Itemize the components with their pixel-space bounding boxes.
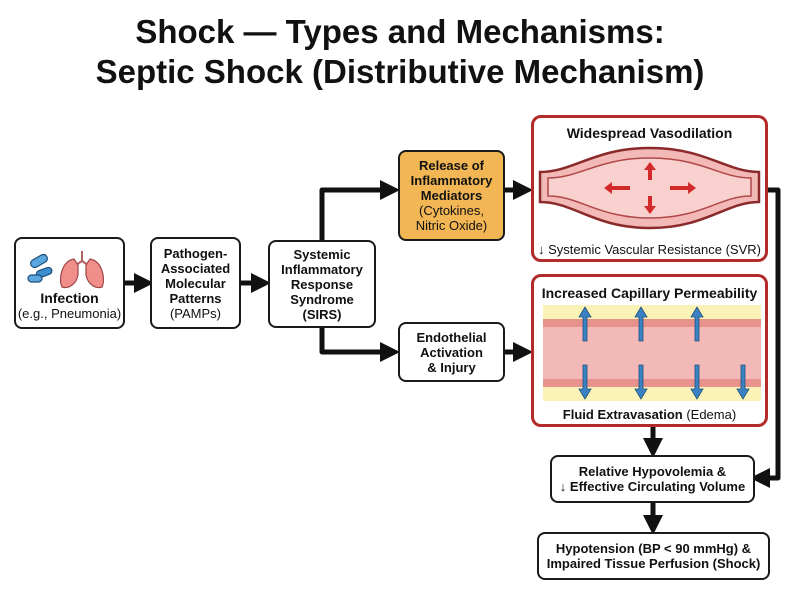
hypovolemia-line-1: Relative Hypovolemia & [578,464,727,479]
mediators-line-1: Release of [418,158,485,173]
title-line-1: Shock — Types and Mechanisms: [135,13,665,50]
pamps-line-3: Molecular [165,275,226,291]
endothelial-line-1: Endothelial [416,329,487,345]
arrow-sirs-to-endothelial [319,327,400,362]
hypotension-line-1-rest: (BP < 90 mmHg) & [634,541,752,556]
title-line-2: Septic Shock (Distributive Mechanism) [95,53,705,90]
infection-sublabel: (e.g., Pneumonia) [17,306,122,321]
mediators-line-5: Nitric Oxide) [415,218,488,233]
hypotension-line-2: Impaired Tissue Perfusion (Shock) [546,556,761,571]
sirs-line-4: Syndrome [290,291,354,307]
sirs-line-3: Response [290,276,354,292]
pamps-line-1: Pathogen- [163,245,228,261]
hypovolemia-box: Relative Hypovolemia & ↓ Effective Circu… [550,455,755,503]
sirs-line-1: Systemic [293,246,351,262]
leaky-capillary-icon [543,305,761,401]
endothelial-box: Endothelial Activation & Injury [398,322,505,382]
endothelial-line-2: Activation [420,344,483,360]
page-title: Shock — Types and Mechanisms: Septic Sho… [0,12,800,92]
pamps-line-2: Associated [160,260,231,276]
bacteria-and-lungs-icon [27,251,105,289]
pamps-box: Pathogen- Associated Molecular Patterns … [150,237,241,329]
permeability-title: Increased Capillary Permeability [541,285,758,301]
dilated-vessel-icon [538,146,761,230]
permeability-foot: Fluid Extravasation (Edema) [534,407,765,422]
permeability-panel: Increased Capillary Permeability Fluid E… [531,274,768,427]
permeability-foot-rest: (Edema) [682,407,737,422]
sirs-line-2: Inflammatory [281,261,363,277]
endothelial-line-3: & Injury [427,359,476,375]
sirs-line-5: (SIRS) [302,306,342,322]
arrow-sirs-to-mediators [319,180,400,240]
pamps-line-5: (PAMPs) [169,305,222,321]
hypotension-line-1-bold: Hypotension [555,541,635,556]
vasodilation-foot: ↓ Systemic Vascular Resistance (SVR) [538,242,761,257]
arrow-vasodilation-to-hypovolemia [750,187,781,488]
pamps-line-4: Patterns [169,290,222,306]
hypotension-box: Hypotension (BP < 90 mmHg) & Impaired Ti… [537,532,770,580]
hypovolemia-line-2: ↓ Effective Circulating Volume [559,479,746,494]
infection-box: Infection (e.g., Pneumonia) [14,237,125,329]
vasodilation-title: Widespread Vasodilation [566,125,733,141]
infection-label: Infection [40,290,99,306]
sirs-box: Systemic Inflammatory Response Syndrome … [268,240,376,328]
mediators-line-2: Inflammatory [410,173,493,188]
mediators-line-4: (Cytokines, [418,203,485,218]
vasodilation-panel: Widespread Vasodilation ↓ Systemic Vascu… [531,115,768,262]
permeability-foot-bold: Fluid Extravasation [562,407,683,422]
hypotension-line-1: Hypotension (BP < 90 mmHg) & [556,541,751,556]
mediators-line-3: Mediators [420,188,483,203]
mediators-box: Release of Inflammatory Mediators (Cytok… [398,150,505,241]
